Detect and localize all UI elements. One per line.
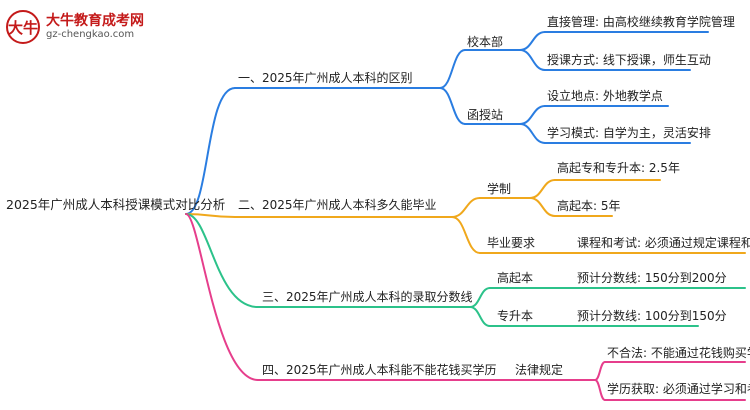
branch-1-leaf-1: 直接管理: 由高校继续教育学院管理: [547, 15, 735, 29]
connector-root-b1: [185, 87, 236, 215]
branch-2-label: 二、2025年广州成人本科多久能毕业: [238, 198, 437, 212]
connector-b1-s2: [439, 87, 466, 125]
logo-name: 大牛教育成考网: [46, 13, 144, 29]
branch-3-label: 三、2025年广州成人本科的录取分数线: [262, 290, 473, 304]
branch-2-leaf-3: 课程和考试: 必须通过规定课程和考试: [577, 236, 750, 250]
logo-url: gz-chengkao.com: [46, 29, 135, 40]
connector-root-b2: [185, 213, 236, 218]
branch-3-sub-2: 专升本: [497, 309, 534, 323]
connector-b1-l1: [519, 31, 546, 51]
branch-1-label: 一、2025年广州成人本科的区别: [238, 71, 413, 85]
site-logo[interactable]: 大牛 大牛教育成考网 gz-chengkao.com: [6, 10, 144, 44]
branch-3-leaf-1: 预计分数线: 150分到200分: [577, 271, 727, 285]
branch-4-leaf-2: 学历获取: 必须通过学习和考试: [607, 382, 750, 396]
connector-b2-s1: [451, 197, 481, 218]
connector-root-b4: [185, 213, 259, 381]
branch-4-sub-1: 法律规定: [515, 363, 564, 377]
connector-b2-l1: [529, 179, 556, 199]
branch-1-leaf-3: 设立地点: 外地教学点: [547, 89, 663, 103]
branch-1-sub-2: 函授站: [467, 108, 504, 122]
connector-b2-l2: [529, 197, 556, 217]
root-topic: 2025年广州成人本科授课模式对比分析: [6, 197, 226, 212]
connector-b3-s2: [469, 306, 491, 327]
connector-b1-l3: [519, 105, 546, 125]
connector-b4-l2: [594, 379, 606, 401]
logo-text-block: 大牛教育成考网 gz-chengkao.com: [46, 13, 144, 41]
branch-2-leaf-2: 高起本: 5年: [557, 199, 621, 213]
branch-1-sub-1: 校本部: [467, 35, 504, 49]
connector-b3-s1: [469, 287, 491, 308]
connector-b1-l2: [519, 49, 546, 71]
branch-2-sub-1: 学制: [487, 182, 512, 196]
connector-b2-s2: [451, 216, 481, 254]
branch-1-leaf-4: 学习模式: 自学为主，灵活安排: [547, 126, 711, 140]
connector-b1-s1: [439, 49, 466, 89]
branch-3-leaf-2: 预计分数线: 100分到150分: [577, 309, 727, 323]
branch-3-sub-1: 高起本: [497, 271, 534, 285]
ox-logo-icon: 大牛: [6, 10, 40, 44]
branch-2-leaf-1: 高起专和专升本: 2.5年: [557, 161, 680, 175]
branch-1-leaf-2: 授课方式: 线下授课，师生互动: [547, 53, 711, 67]
branch-2-sub-2: 毕业要求: [487, 236, 536, 250]
connector-b1-l4: [519, 123, 546, 144]
connector-root-b3: [185, 213, 259, 308]
connector-b4-l1: [594, 361, 606, 381]
branch-4-label: 四、2025年广州成人本科能不能花钱买学历: [262, 363, 497, 377]
